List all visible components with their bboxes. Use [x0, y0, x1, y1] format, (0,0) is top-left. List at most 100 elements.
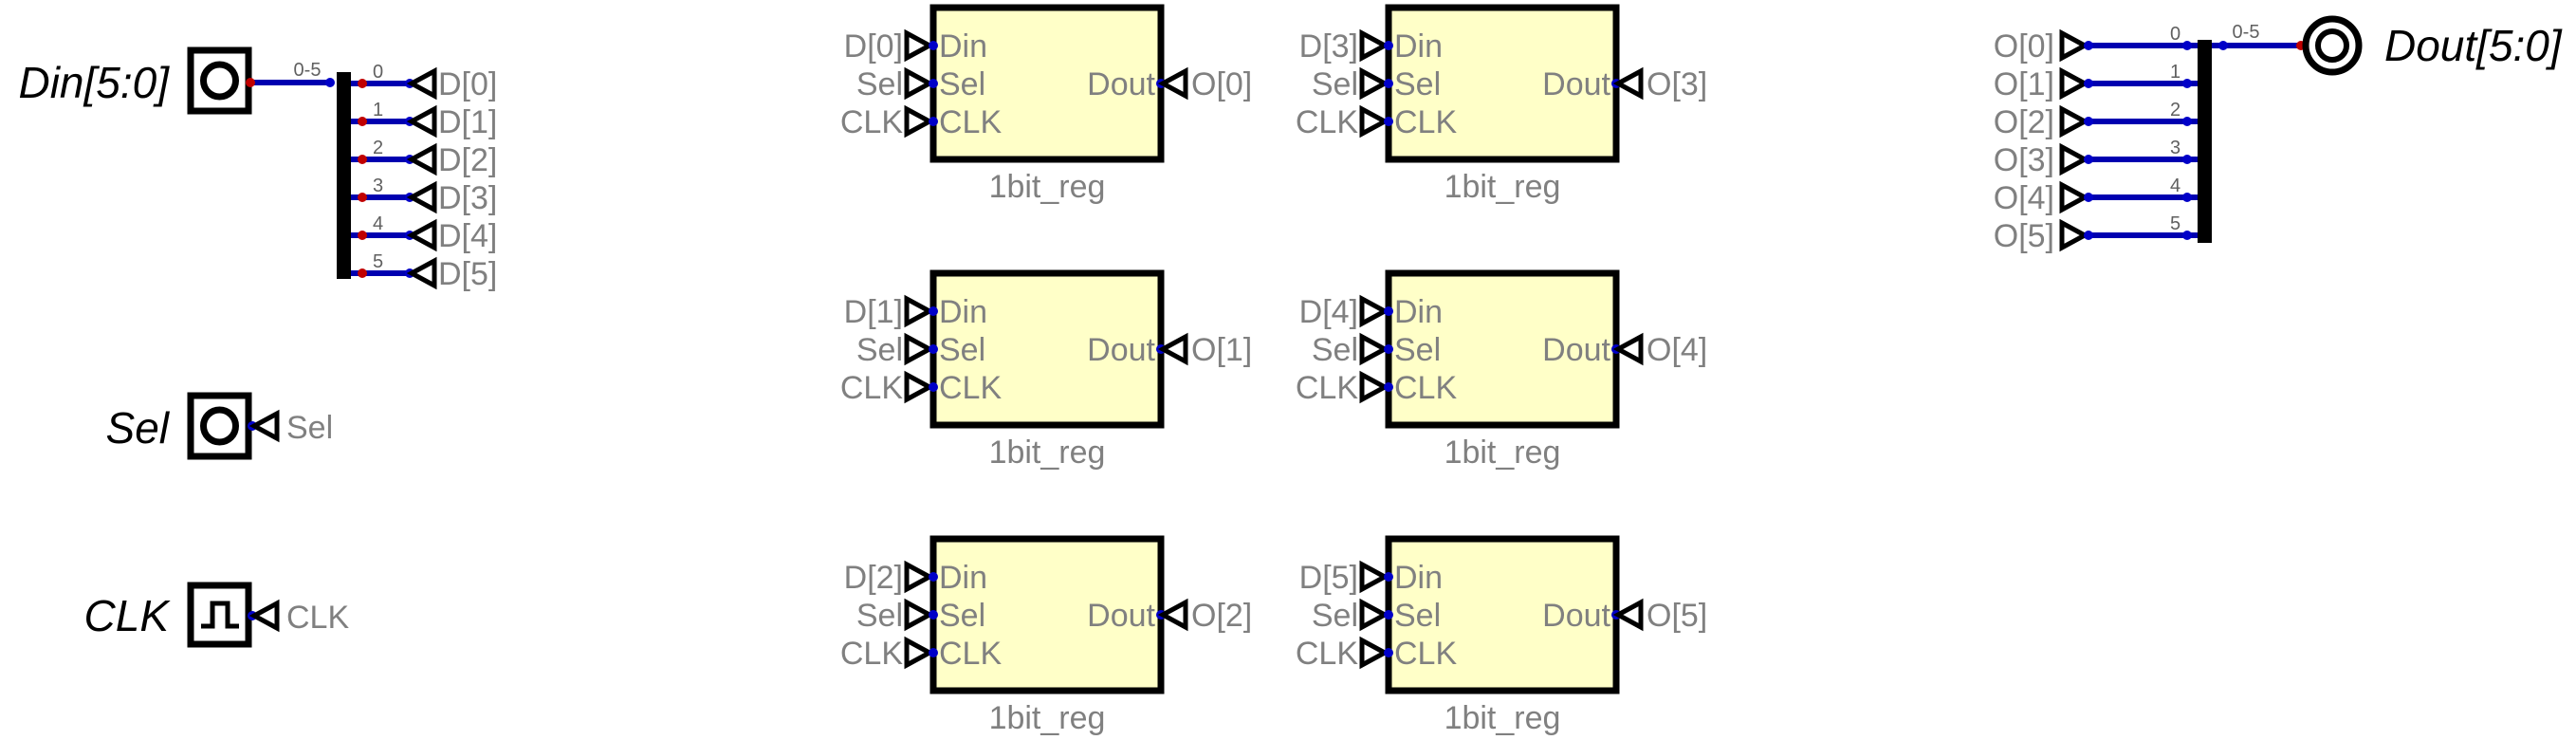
tunnel-arrow-icon — [904, 66, 935, 101]
splitter-out-dot — [2084, 41, 2093, 50]
register-port-label: Din — [1394, 28, 1443, 65]
tunnel-arrow-icon — [1359, 28, 1390, 63]
sel-input-pin[interactable] — [187, 392, 252, 460]
output-splitter-fanin: O[0]0O[1]1O[2]2O[3]3O[4]4O[5]5 — [1994, 24, 2198, 254]
register-input-dot — [1384, 79, 1393, 88]
splitter-in-dot — [358, 155, 367, 164]
register-input-tunnel-label: Sel — [856, 66, 903, 102]
register-input-dot — [929, 648, 938, 657]
register-port-label: CLK — [939, 370, 1002, 406]
register-input-tunnel-label: D[1] — [844, 294, 903, 330]
register-input-tunnel-label: Sel — [856, 332, 903, 368]
register-name: 1bit_reg — [1444, 700, 1561, 736]
clk-label: CLK — [84, 591, 172, 640]
din-pin-box[interactable] — [187, 46, 252, 115]
tunnel-arrow-icon — [904, 104, 935, 139]
sel-input-group: Sel Sel — [106, 392, 333, 460]
splitter-out-tunnel-label: O[0] — [1994, 28, 2054, 65]
register-body[interactable] — [1385, 269, 1620, 429]
tunnel-arrow-icon — [1359, 66, 1390, 101]
tunnel-arrow-icon — [1359, 370, 1390, 404]
input-splitter-bar — [337, 72, 351, 279]
register-port-label: Dout — [1542, 598, 1610, 634]
splitter-in-bit: 4 — [373, 213, 383, 234]
splitter-out-branch: O[4]4 — [1994, 176, 2198, 216]
register-port-label: CLK — [1394, 370, 1457, 406]
splitter-in-dot — [358, 193, 367, 202]
tunnel-arrow-icon — [1612, 598, 1644, 632]
output-pin-icon[interactable] — [2302, 15, 2363, 76]
register-input-tunnel-label: D[3] — [1299, 28, 1358, 65]
register-port-label: Dout — [1542, 66, 1610, 102]
dout-label: Dout[5:0] — [2384, 21, 2563, 70]
register-port-label: Sel — [939, 332, 985, 368]
splitter-out-dot — [2084, 193, 2093, 202]
register-output-tunnel-label: O[5] — [1647, 598, 1707, 634]
tunnel-arrow-icon — [1359, 598, 1390, 632]
sel-pin-box[interactable] — [187, 392, 252, 460]
register-input-dot — [929, 41, 938, 50]
register-input-dot — [929, 79, 938, 88]
register-port-label: Din — [939, 294, 987, 330]
register-input-dot — [929, 382, 938, 392]
tunnel-arrow-icon — [1359, 294, 1390, 328]
register-body[interactable] — [929, 535, 1165, 694]
register-input-tunnel-label: Sel — [1312, 332, 1358, 368]
din-input-pin[interactable] — [187, 46, 252, 115]
register-port-label: Dout — [1087, 66, 1155, 102]
dout-output-pin[interactable] — [2302, 15, 2363, 76]
splitter-in-tunnel-label: D[1] — [438, 104, 497, 140]
clk-clock-source[interactable] — [187, 582, 252, 648]
register-input-dot — [1384, 117, 1393, 126]
register-input-dot — [1384, 41, 1393, 50]
sel-tunnel-label: Sel — [286, 410, 333, 446]
register-name: 1bit_reg — [1444, 435, 1561, 471]
tunnel-arrow-icon — [406, 66, 437, 101]
splitter-in-tunnel-label: D[0] — [438, 66, 497, 102]
register-port-label: CLK — [939, 636, 1002, 672]
register-port-label: Din — [939, 560, 987, 596]
splitter-out-tunnel-label: O[3] — [1994, 142, 2054, 178]
splitter-in-dot — [358, 231, 367, 240]
tunnel-arrow-icon — [904, 636, 935, 670]
register-input-dot — [929, 572, 938, 582]
register-port-label: Sel — [939, 66, 985, 102]
tunnel-arrow-icon — [1157, 66, 1188, 101]
splitter-out-tunnel-label: O[2] — [1994, 104, 2054, 140]
register-input-dot — [1384, 648, 1393, 657]
tunnel-arrow-icon — [1359, 104, 1390, 139]
tunnel-arrow-icon — [2059, 142, 2090, 176]
register-body[interactable] — [929, 4, 1165, 163]
splitter-in-tunnel-label: D[4] — [438, 218, 497, 254]
splitter-in-bit: 0 — [373, 62, 383, 83]
register-output-tunnel-label: O[2] — [1191, 598, 1252, 634]
register-input-dot — [1384, 306, 1393, 316]
tunnel-arrow-icon — [904, 294, 935, 328]
splitter-in-dot — [358, 117, 367, 126]
tunnel-arrow-icon — [248, 409, 280, 443]
tunnel-arrow-icon — [2059, 104, 2090, 139]
tunnel-arrow-icon — [2059, 66, 2090, 101]
output-pin-inner-ring — [2315, 28, 2349, 63]
input-pin-icon — [200, 61, 239, 101]
tunnel-arrow-icon — [904, 28, 935, 63]
splitter-out-bit: 5 — [2170, 213, 2180, 234]
register-port-label: Sel — [1394, 598, 1441, 634]
register-port-label: Sel — [939, 598, 985, 634]
splitter-in-bit: 2 — [373, 138, 383, 158]
register-port-label: Dout — [1087, 598, 1155, 634]
register-output-tunnel-label: O[4] — [1647, 332, 1707, 368]
tunnel-arrow-icon — [904, 598, 935, 632]
din-input-group: Din[5:0] 0-5 — [18, 46, 335, 115]
splitter-in-bit: 3 — [373, 176, 383, 196]
clk-box[interactable] — [187, 582, 252, 648]
splitter-out-dot — [2182, 117, 2192, 126]
